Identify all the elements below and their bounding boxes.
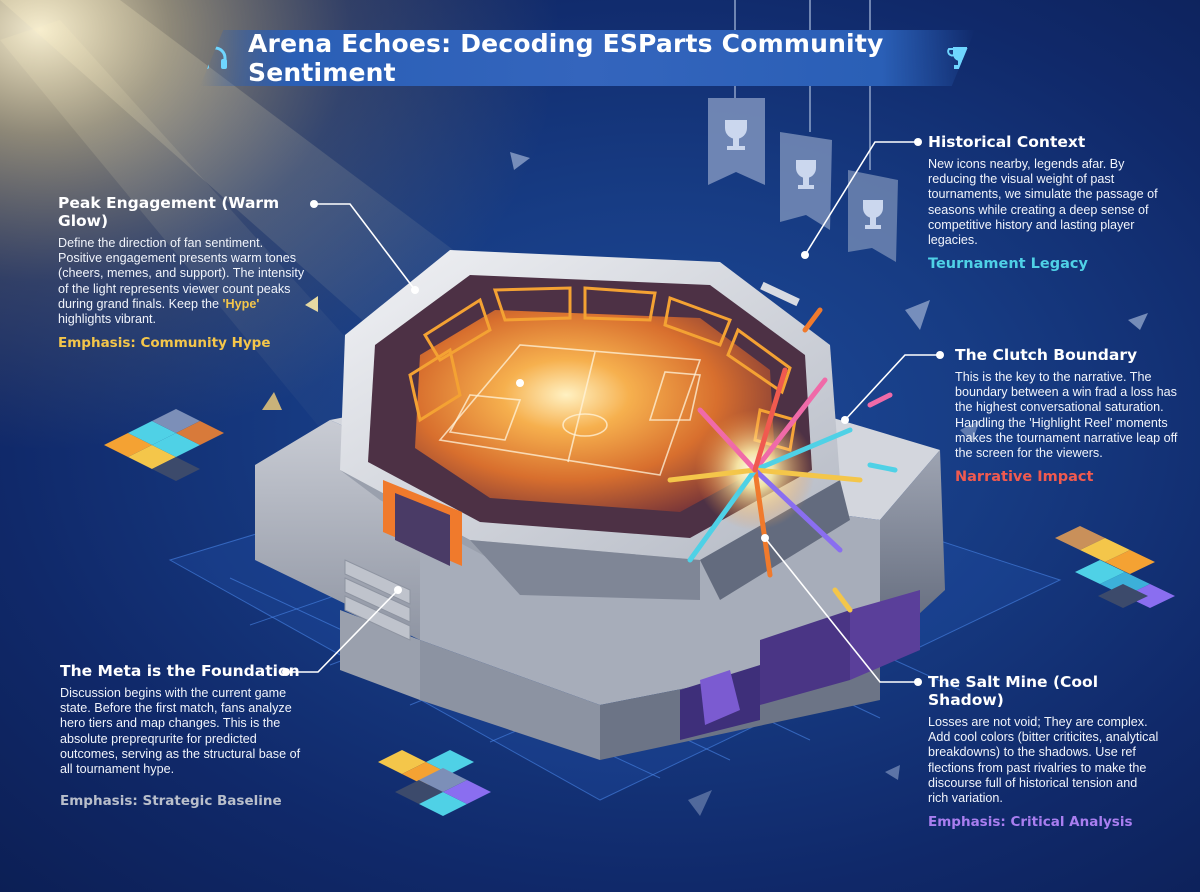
tile-cluster-left xyxy=(104,409,224,481)
callout-title: The Clutch Boundary xyxy=(955,346,1138,364)
tile-cluster-bottom xyxy=(378,750,491,816)
hype-highlight: 'Hype' xyxy=(222,296,260,311)
callout-peak-engagement: Peak Engagement (Warm Glow) Define the d… xyxy=(58,194,310,351)
callout-title: Historical Context xyxy=(928,133,1086,151)
callout-emphasis: Teurnament Legacy xyxy=(928,256,1088,273)
clutch-burst xyxy=(667,307,898,613)
stadium-upper xyxy=(340,250,850,600)
callout-salt-mine: The Salt Mine (Cool Shadow) Losses are n… xyxy=(928,673,1160,830)
tile-cluster-right xyxy=(1055,526,1175,608)
floating-shards xyxy=(262,152,1148,816)
callout-emphasis: Narrative Impact xyxy=(955,469,1094,486)
callout-emphasis: Emphasis: Strategic Baseline xyxy=(60,793,282,810)
callout-emphasis: Emphasis: Critical Analysis xyxy=(928,814,1133,831)
callout-body: Define the direction of fan sentiment. P… xyxy=(58,236,305,327)
callout-body: Losses are not void; They are complex. A… xyxy=(928,715,1159,806)
title-banner: Arena Echoes: Decoding ESParts Community… xyxy=(200,30,975,86)
callout-title: The Salt Mine (Cool Shadow) xyxy=(928,673,1099,709)
callout-historical-context: Historical Context New icons nearby, leg… xyxy=(928,133,1164,272)
callout-meta-foundation: The Meta is the Foundation Discussion be… xyxy=(60,662,310,809)
leader-lines xyxy=(286,141,940,683)
callout-body: This is the key to the narrative. The bo… xyxy=(955,370,1178,461)
callout-emphasis: Emphasis: Community Hype xyxy=(58,335,271,352)
callout-title: Peak Engagement (Warm Glow) xyxy=(58,194,280,230)
callout-title: The Meta is the Foundation xyxy=(60,662,300,680)
callout-clutch-boundary: The Clutch Boundary This is the key to t… xyxy=(955,346,1183,485)
callout-body: New icons nearby, legends afar. By reduc… xyxy=(928,157,1158,248)
callout-body: Discussion begins with the current game … xyxy=(60,686,301,777)
page-title: Arena Echoes: Decoding ESParts Community… xyxy=(248,29,884,87)
